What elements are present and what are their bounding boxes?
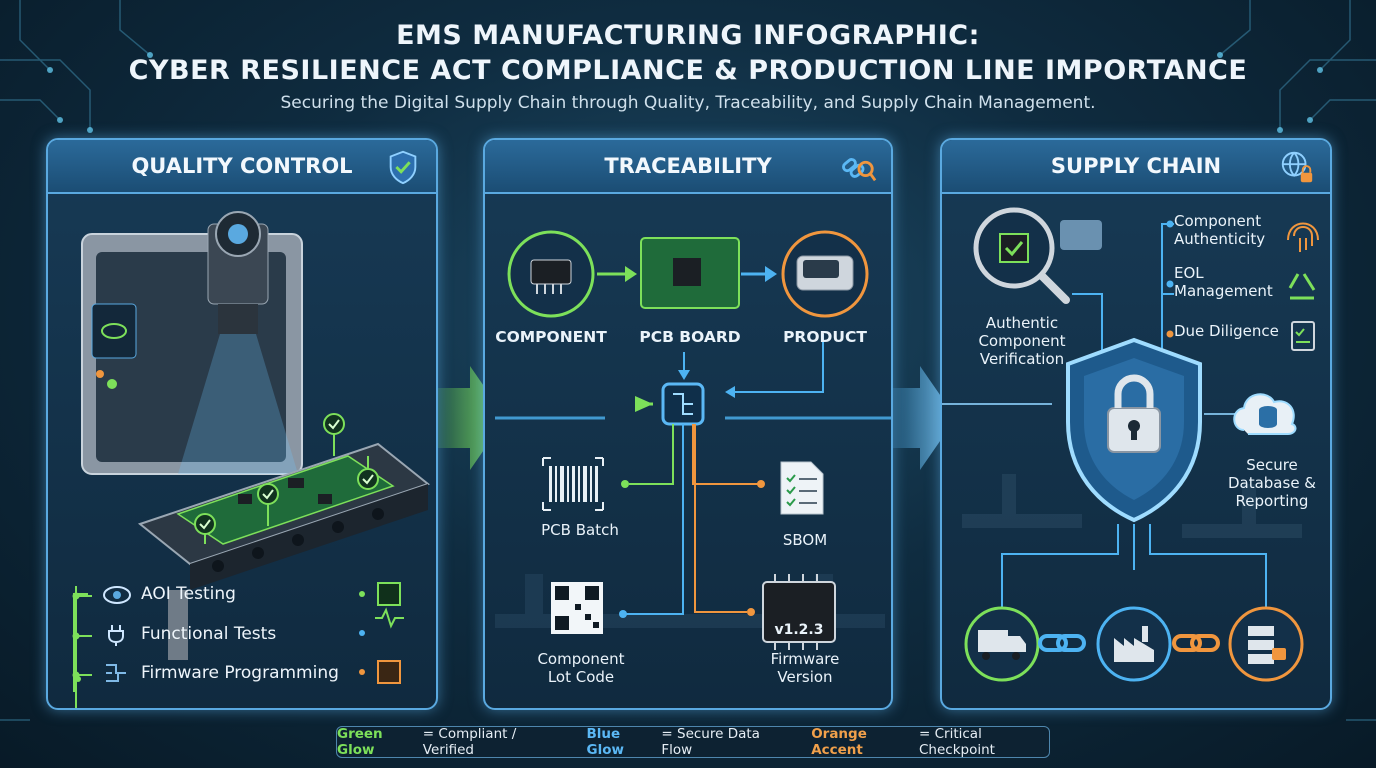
page-title-line1: EMS MANUFACTURING INFOGRAPHIC: — [396, 20, 980, 51]
truck-icon — [978, 630, 1026, 660]
qc-status-icons — [359, 582, 404, 684]
supply-chain-title: SUPPLY CHAIN — [1050, 154, 1222, 178]
lot-code-label-1: Component — [537, 650, 625, 668]
lot-code-label-2: Lot Code — [547, 668, 615, 686]
plug-icon — [108, 625, 124, 646]
traceability-panel: TRACEABILITY — [483, 138, 893, 710]
legend-blue-key: Blue Glow — [586, 726, 624, 758]
recycle-icon — [1288, 273, 1316, 300]
qc-item-functional-tests: Functional Tests — [141, 624, 277, 644]
supply-chain-diagram — [942, 207, 1319, 682]
sbom-label: SBOM — [782, 531, 828, 549]
qc-item-firmware-programming: Firmware Programming — [141, 663, 339, 683]
server-lock-icon — [1248, 626, 1286, 664]
shield-check-icon — [389, 150, 417, 185]
legend-green-key: Green Glow — [337, 726, 383, 758]
traceability-diagram — [495, 230, 891, 650]
verify-label-1: Authentic — [985, 314, 1059, 332]
legend: Green Glow = Compliant / Verified Blue G… — [336, 726, 1050, 758]
page-subtitle: Securing the Digital Supply Chain throug… — [280, 93, 1096, 113]
traceability-header: TRACEABILITY — [485, 140, 891, 194]
flow-label-component: COMPONENT — [495, 328, 607, 346]
firmware-label-2: Version — [777, 668, 833, 686]
qc-list-connector — [72, 586, 92, 708]
eye-icon — [103, 586, 131, 604]
pcb-batch-label: PCB Batch — [541, 521, 619, 539]
page-title-line2: CYBER RESILIENCE ACT COMPLIANCE & PRODUC… — [128, 55, 1248, 86]
secure-label-2: Database & — [1227, 474, 1317, 492]
legend-blue-text: = Secure Data Flow — [661, 726, 760, 758]
flow-arrow-green — [438, 366, 506, 470]
legend-orange-text: = Critical Checkpoint — [919, 726, 995, 758]
flow-label-product: PRODUCT — [783, 328, 867, 346]
link-magnifier-icon — [842, 158, 877, 182]
supply-chain-panel: SUPPLY CHAIN — [940, 138, 1332, 710]
firmware-version-number: v1.2.3 — [774, 622, 824, 638]
aoi-machine-illustration — [73, 211, 431, 692]
firmware-flow-icon — [106, 664, 126, 682]
legend-green-text: = Compliant / Verified — [422, 726, 517, 758]
authenticity-label-2: Authenticity — [1174, 230, 1266, 248]
quality-control-panel: QUALITY CONTROL — [46, 138, 438, 710]
fingerprint-icon — [1287, 222, 1319, 252]
quality-control-header: QUALITY CONTROL — [48, 140, 436, 194]
qc-item-aoi-testing: AOI Testing — [141, 584, 236, 604]
flow-label-pcb-board: PCB BOARD — [639, 328, 741, 346]
flow-arrow-blue — [893, 366, 956, 470]
traceability-title: TRACEABILITY — [604, 154, 772, 178]
secure-label-3: Reporting — [1235, 492, 1309, 510]
clipboard-icon — [1291, 321, 1315, 351]
verify-label-3: Verification — [979, 350, 1065, 368]
globe-lock-icon — [1281, 151, 1313, 183]
supply-chain-header: SUPPLY CHAIN — [942, 140, 1330, 194]
quality-control-title: QUALITY CONTROL — [131, 154, 353, 178]
chain-link-icon — [1038, 634, 1220, 652]
legend-orange-key: Orange Accent — [811, 726, 867, 758]
due-diligence-label: Due Diligence — [1174, 322, 1279, 340]
firmware-label-1: Firmware — [770, 650, 840, 668]
verify-label-2: Component — [978, 332, 1066, 350]
eol-label-1: EOL — [1174, 264, 1204, 282]
authenticity-label-1: Component — [1174, 212, 1262, 230]
factory-icon — [1114, 626, 1154, 662]
secure-label-1: Secure — [1246, 456, 1298, 474]
barcode-icon — [549, 466, 598, 502]
cloud-database-icon — [1233, 393, 1297, 435]
eol-label-2: Management — [1174, 282, 1273, 300]
